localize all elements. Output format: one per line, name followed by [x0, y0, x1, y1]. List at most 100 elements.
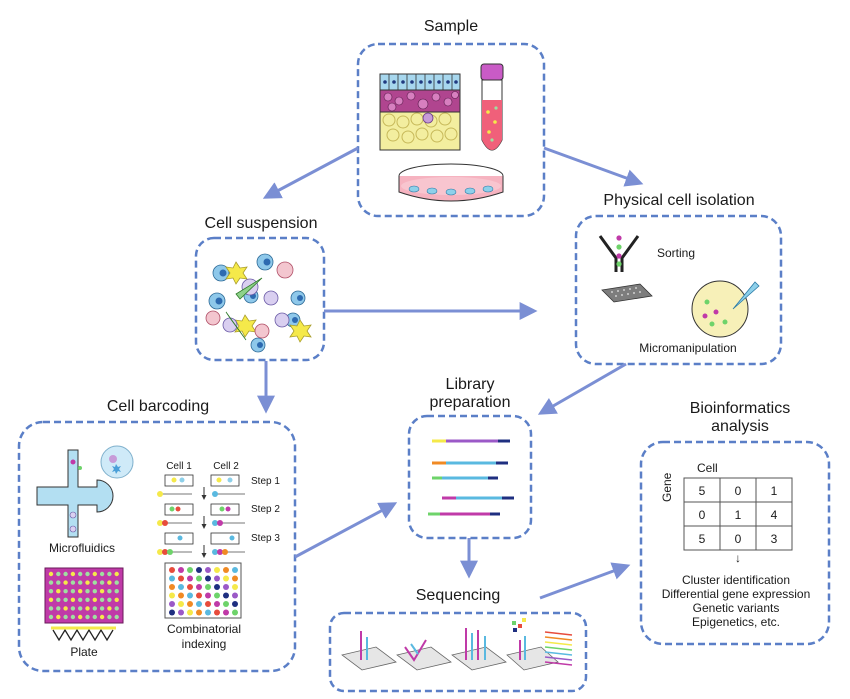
- sequencing-title: Sequencing: [415, 587, 501, 604]
- arrow-sample-to-isolation: [543, 146, 644, 187]
- plate-well: [114, 597, 119, 602]
- petri-dish-icon: [398, 163, 504, 202]
- plate-well: [99, 580, 105, 585]
- index-well: [196, 609, 202, 616]
- plate-well: [107, 589, 112, 594]
- plate-well: [56, 597, 61, 602]
- plate-well: [78, 614, 83, 620]
- plate-well: [63, 606, 68, 611]
- plate-well: [114, 589, 119, 594]
- combinatorial-indexing-icon: [157, 474, 245, 619]
- index-well: [178, 584, 184, 590]
- plate-well: [70, 589, 76, 594]
- index-well: [232, 601, 238, 607]
- library-preparation-box: [407, 414, 533, 540]
- cell-barcoding-title: Cell barcoding: [106, 398, 210, 415]
- index-well: [205, 609, 211, 616]
- arrow-sample-to-suspension: [262, 146, 359, 199]
- plate-well: [114, 606, 119, 611]
- gene-axis-label: Gene: [660, 472, 674, 502]
- plate-well: [92, 597, 98, 602]
- plate-well: [78, 597, 83, 602]
- index-well: [232, 584, 238, 590]
- matrix-cell: 4: [770, 508, 778, 522]
- plate-well: [85, 614, 90, 620]
- micromanipulation-label: Micromanipulation: [639, 341, 737, 355]
- plate-well: [78, 589, 83, 594]
- plate-well: [85, 606, 90, 611]
- cell2-label: Cell 2: [213, 461, 239, 472]
- plate-well: [92, 606, 98, 611]
- plate-well: [107, 597, 112, 602]
- output-cluster: Cluster identification: [681, 573, 791, 587]
- step1-label: Step 1: [251, 476, 280, 487]
- sample-title: Sample: [423, 18, 479, 35]
- plate-well: [85, 589, 90, 594]
- plate-well: [85, 597, 90, 602]
- plate-well: [63, 580, 68, 585]
- matrix-cell: 0: [734, 532, 742, 546]
- plate-well: [107, 606, 112, 611]
- combinatorial-label-line2: indexing: [181, 637, 227, 651]
- index-well: [187, 567, 193, 573]
- plate-well: [85, 580, 90, 585]
- plate-icon: [44, 567, 124, 642]
- plate-well: [70, 614, 76, 620]
- suspended-cells-icon: [205, 253, 312, 353]
- index-well: [223, 609, 229, 616]
- plate-well: [107, 571, 112, 577]
- sorting-icon: [598, 235, 653, 303]
- plate-well: [99, 614, 105, 620]
- cell-suspension-title: Cell suspension: [204, 215, 318, 232]
- index-well: [169, 609, 175, 616]
- plate-label: Plate: [70, 645, 98, 659]
- bioinformatics-title-line1: Bioinformatics: [689, 400, 791, 417]
- index-well: [187, 575, 193, 582]
- index-well: [232, 575, 238, 582]
- combinatorial-label-line1: Combinatorial: [166, 622, 242, 636]
- library-title-line2: preparation: [429, 394, 511, 411]
- arrow-sequencing-to-bioinformatics: [539, 562, 631, 600]
- matrix-cell: 1: [734, 508, 742, 522]
- plate-well: [63, 589, 68, 594]
- plate-well: [63, 571, 68, 577]
- plate-well: [56, 580, 61, 585]
- plate-well: [92, 614, 98, 620]
- plate-well: [99, 597, 105, 602]
- index-well: [169, 601, 175, 607]
- cell-axis-label: Cell: [697, 461, 718, 475]
- sample-box: [356, 42, 546, 218]
- output-epigenetics: Epigenetics, etc.: [691, 615, 781, 629]
- plate-well: [70, 580, 76, 585]
- plate-well: [56, 606, 61, 611]
- index-well: [187, 601, 193, 607]
- index-well: [169, 584, 175, 590]
- step2-label: Step 2: [251, 504, 280, 515]
- physical-isolation-box: [574, 214, 783, 366]
- cell-barcoding-box: [17, 420, 297, 673]
- plate-well: [63, 597, 68, 602]
- plate-well: [114, 571, 119, 577]
- plate-well: [70, 606, 76, 611]
- index-well: [205, 575, 211, 582]
- index-well: [187, 592, 193, 599]
- index-well: [178, 601, 184, 607]
- plate-well: [56, 614, 61, 620]
- index-well: [232, 592, 238, 599]
- arrow-barcoding-to-library: [294, 502, 398, 559]
- index-well: [214, 575, 220, 582]
- sequencing-chips-icon: [341, 618, 573, 671]
- output-diff-expression: Differential gene expression: [661, 587, 811, 601]
- arrow-isolation-to-library: [537, 362, 627, 415]
- matrix-cell: 5: [698, 532, 706, 546]
- index-well: [214, 601, 220, 607]
- down-arrow-glyph: ↓: [735, 551, 741, 565]
- plate-well: [114, 614, 119, 620]
- physical-isolation-title: Physical cell isolation: [603, 192, 755, 209]
- microfluidics-icon: [36, 445, 134, 538]
- library-reads-icon: [428, 439, 514, 516]
- plate-well: [70, 597, 76, 602]
- index-well: [196, 592, 202, 599]
- plate-well: [107, 580, 112, 585]
